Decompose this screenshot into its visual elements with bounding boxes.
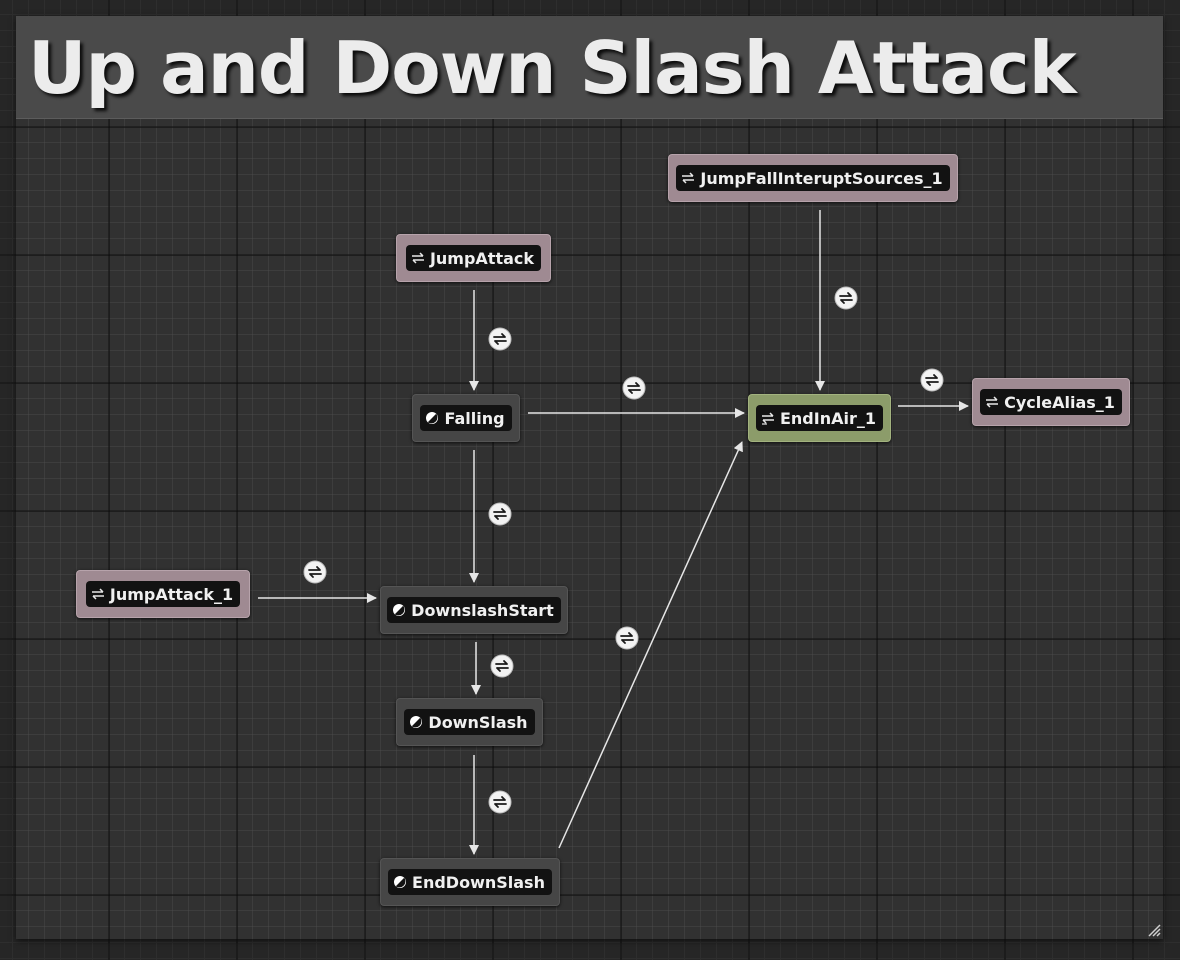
transition-rule-icon[interactable] (622, 376, 646, 400)
node-title-bar: CycleAlias_1 (980, 389, 1122, 415)
resize-grip-icon[interactable] (1147, 923, 1161, 937)
node-label: JumpFallInteruptSources_1 (700, 168, 943, 188)
state-icon (393, 604, 406, 616)
node-downslash-start[interactable]: DownslashStart (380, 586, 568, 634)
comment-title: Up and Down Slash Attack (28, 26, 1077, 110)
node-jump-attack[interactable]: JumpAttack (396, 234, 551, 282)
transition-rule-icon[interactable] (488, 327, 512, 351)
node-title-bar: DownslashStart (387, 597, 561, 623)
node-title-bar: EndDownSlash (388, 869, 552, 895)
comment-box[interactable]: Up and Down Slash Attack (16, 16, 1163, 939)
node-title-bar: JumpFallInteruptSources_1 (676, 165, 950, 191)
node-down-slash[interactable]: DownSlash (396, 698, 543, 746)
transition-rule-icon[interactable] (488, 790, 512, 814)
node-title-bar: DownSlash (404, 709, 535, 735)
transition-rule-icon[interactable] (834, 286, 858, 310)
node-label: EndDownSlash (412, 872, 545, 892)
alias-arrows-icon (986, 396, 999, 408)
transition-rule-icon[interactable] (615, 626, 639, 650)
node-label: JumpAttack (429, 248, 535, 268)
node-label: EndInAir_1 (779, 408, 876, 428)
node-cycle-alias[interactable]: CycleAlias_1 (972, 378, 1130, 426)
transition-rule-icon[interactable] (920, 368, 944, 392)
state-icon (410, 716, 423, 728)
node-label: JumpAttack_1 (109, 584, 234, 604)
transition-rule-icon[interactable] (488, 502, 512, 526)
node-title-bar: EndInAir_1 (755, 405, 883, 431)
alias-arrows-icon (682, 172, 695, 184)
node-title-bar: JumpAttack (405, 245, 542, 271)
transition-rule-icon[interactable] (303, 560, 327, 584)
node-end-in-air[interactable]: EndInAir_1 (748, 394, 891, 442)
node-falling[interactable]: Falling (412, 394, 520, 442)
state-icon (394, 876, 407, 888)
transition-wire-enddownslash-to-endinair[interactable] (558, 441, 743, 849)
node-label: CycleAlias_1 (1004, 392, 1115, 412)
conduit-icon (761, 412, 774, 425)
node-label: DownSlash (428, 712, 528, 732)
node-end-down-slash[interactable]: EndDownSlash (380, 858, 560, 906)
node-jump-attack-1[interactable]: JumpAttack_1 (76, 570, 250, 618)
node-title-bar: Falling (420, 405, 512, 431)
alias-arrows-icon (91, 588, 104, 600)
node-label: Falling (444, 408, 505, 428)
state-icon (426, 412, 439, 424)
transition-rule-icon[interactable] (490, 654, 514, 678)
node-jump-fall-interupt-sources[interactable]: JumpFallInteruptSources_1 (668, 154, 958, 202)
node-title-bar: JumpAttack_1 (85, 581, 241, 607)
comment-header[interactable]: Up and Down Slash Attack (16, 16, 1163, 119)
node-label: DownslashStart (411, 600, 554, 620)
alias-arrows-icon (411, 252, 424, 264)
